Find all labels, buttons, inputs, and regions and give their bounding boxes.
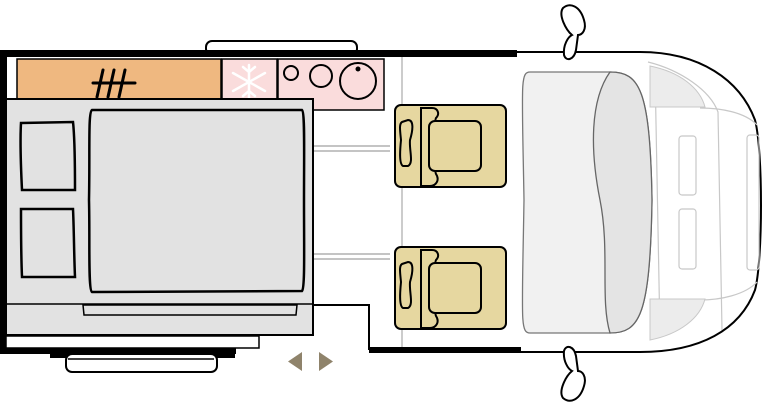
- mattress: [87, 108, 306, 294]
- rear-storage: [5, 335, 260, 349]
- wall-top: [0, 50, 517, 57]
- pillow-1: [19, 120, 77, 192]
- cab: [517, 4, 762, 402]
- seat-passenger: [394, 104, 507, 188]
- mirror-bottom: [560, 345, 586, 402]
- pillow-2: [19, 207, 77, 279]
- door-step-bottom: [65, 353, 218, 373]
- seat-driver: [394, 246, 507, 330]
- walls: [0, 50, 521, 354]
- vent-1: [678, 135, 697, 196]
- bed-step: [82, 304, 298, 316]
- arrow-left-icon[interactable]: [288, 352, 302, 371]
- vent-3: [746, 134, 760, 271]
- wall-left: [0, 50, 7, 354]
- door-frame: [313, 304, 370, 350]
- table-rails: [313, 145, 390, 260]
- mirror-top: [560, 4, 586, 61]
- arrow-right-icon[interactable]: [319, 352, 333, 371]
- wiper-area: [649, 65, 706, 341]
- bonnet-lines: [647, 61, 758, 336]
- windshield: [592, 71, 653, 334]
- vent-2: [678, 208, 697, 270]
- snowflake-icon: [231, 63, 267, 100]
- wall-bottom-rear: [0, 347, 236, 354]
- sink-icon: [91, 68, 137, 99]
- wall-bottom-front: [369, 347, 521, 353]
- hob-burners-icon: [283, 62, 377, 100]
